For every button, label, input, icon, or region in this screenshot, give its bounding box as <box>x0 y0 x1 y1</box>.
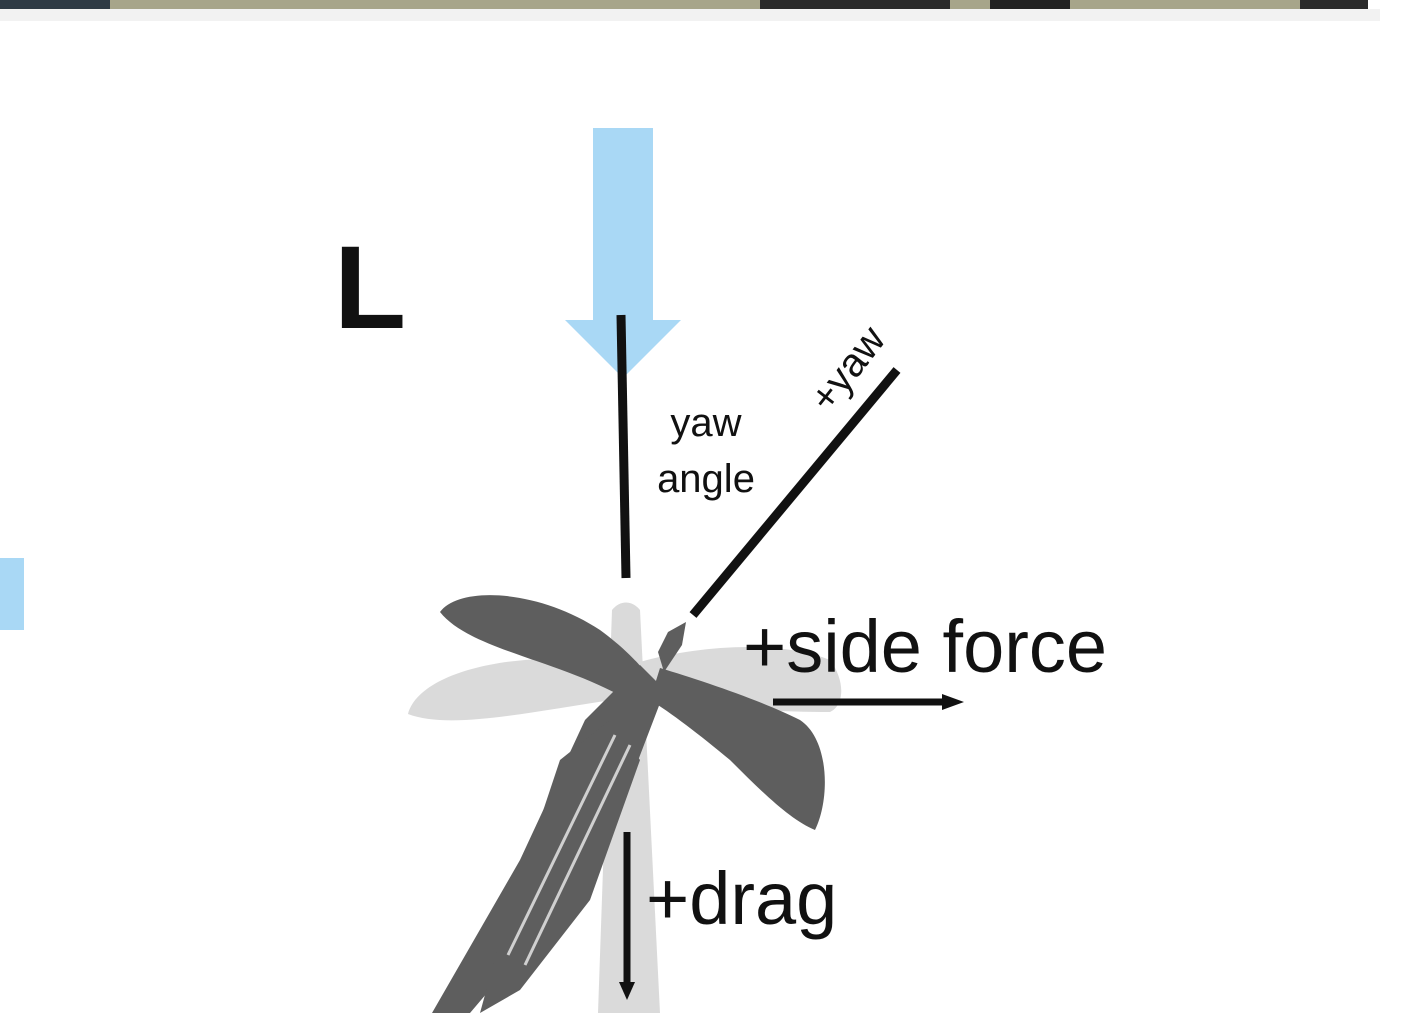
top-photo-strip <box>0 0 1380 21</box>
left-edge-flow-arrow <box>0 558 24 630</box>
drag-label: +drag <box>646 857 837 940</box>
yaw-angle-label-line1: yaw <box>670 401 741 445</box>
plus-yaw-label: +yaw <box>801 318 894 420</box>
yaw-angle-label-line2: angle <box>657 457 755 501</box>
panel-label: L <box>334 222 406 354</box>
reference-axis-line <box>621 315 626 578</box>
side-force-label: +side force <box>743 605 1107 688</box>
